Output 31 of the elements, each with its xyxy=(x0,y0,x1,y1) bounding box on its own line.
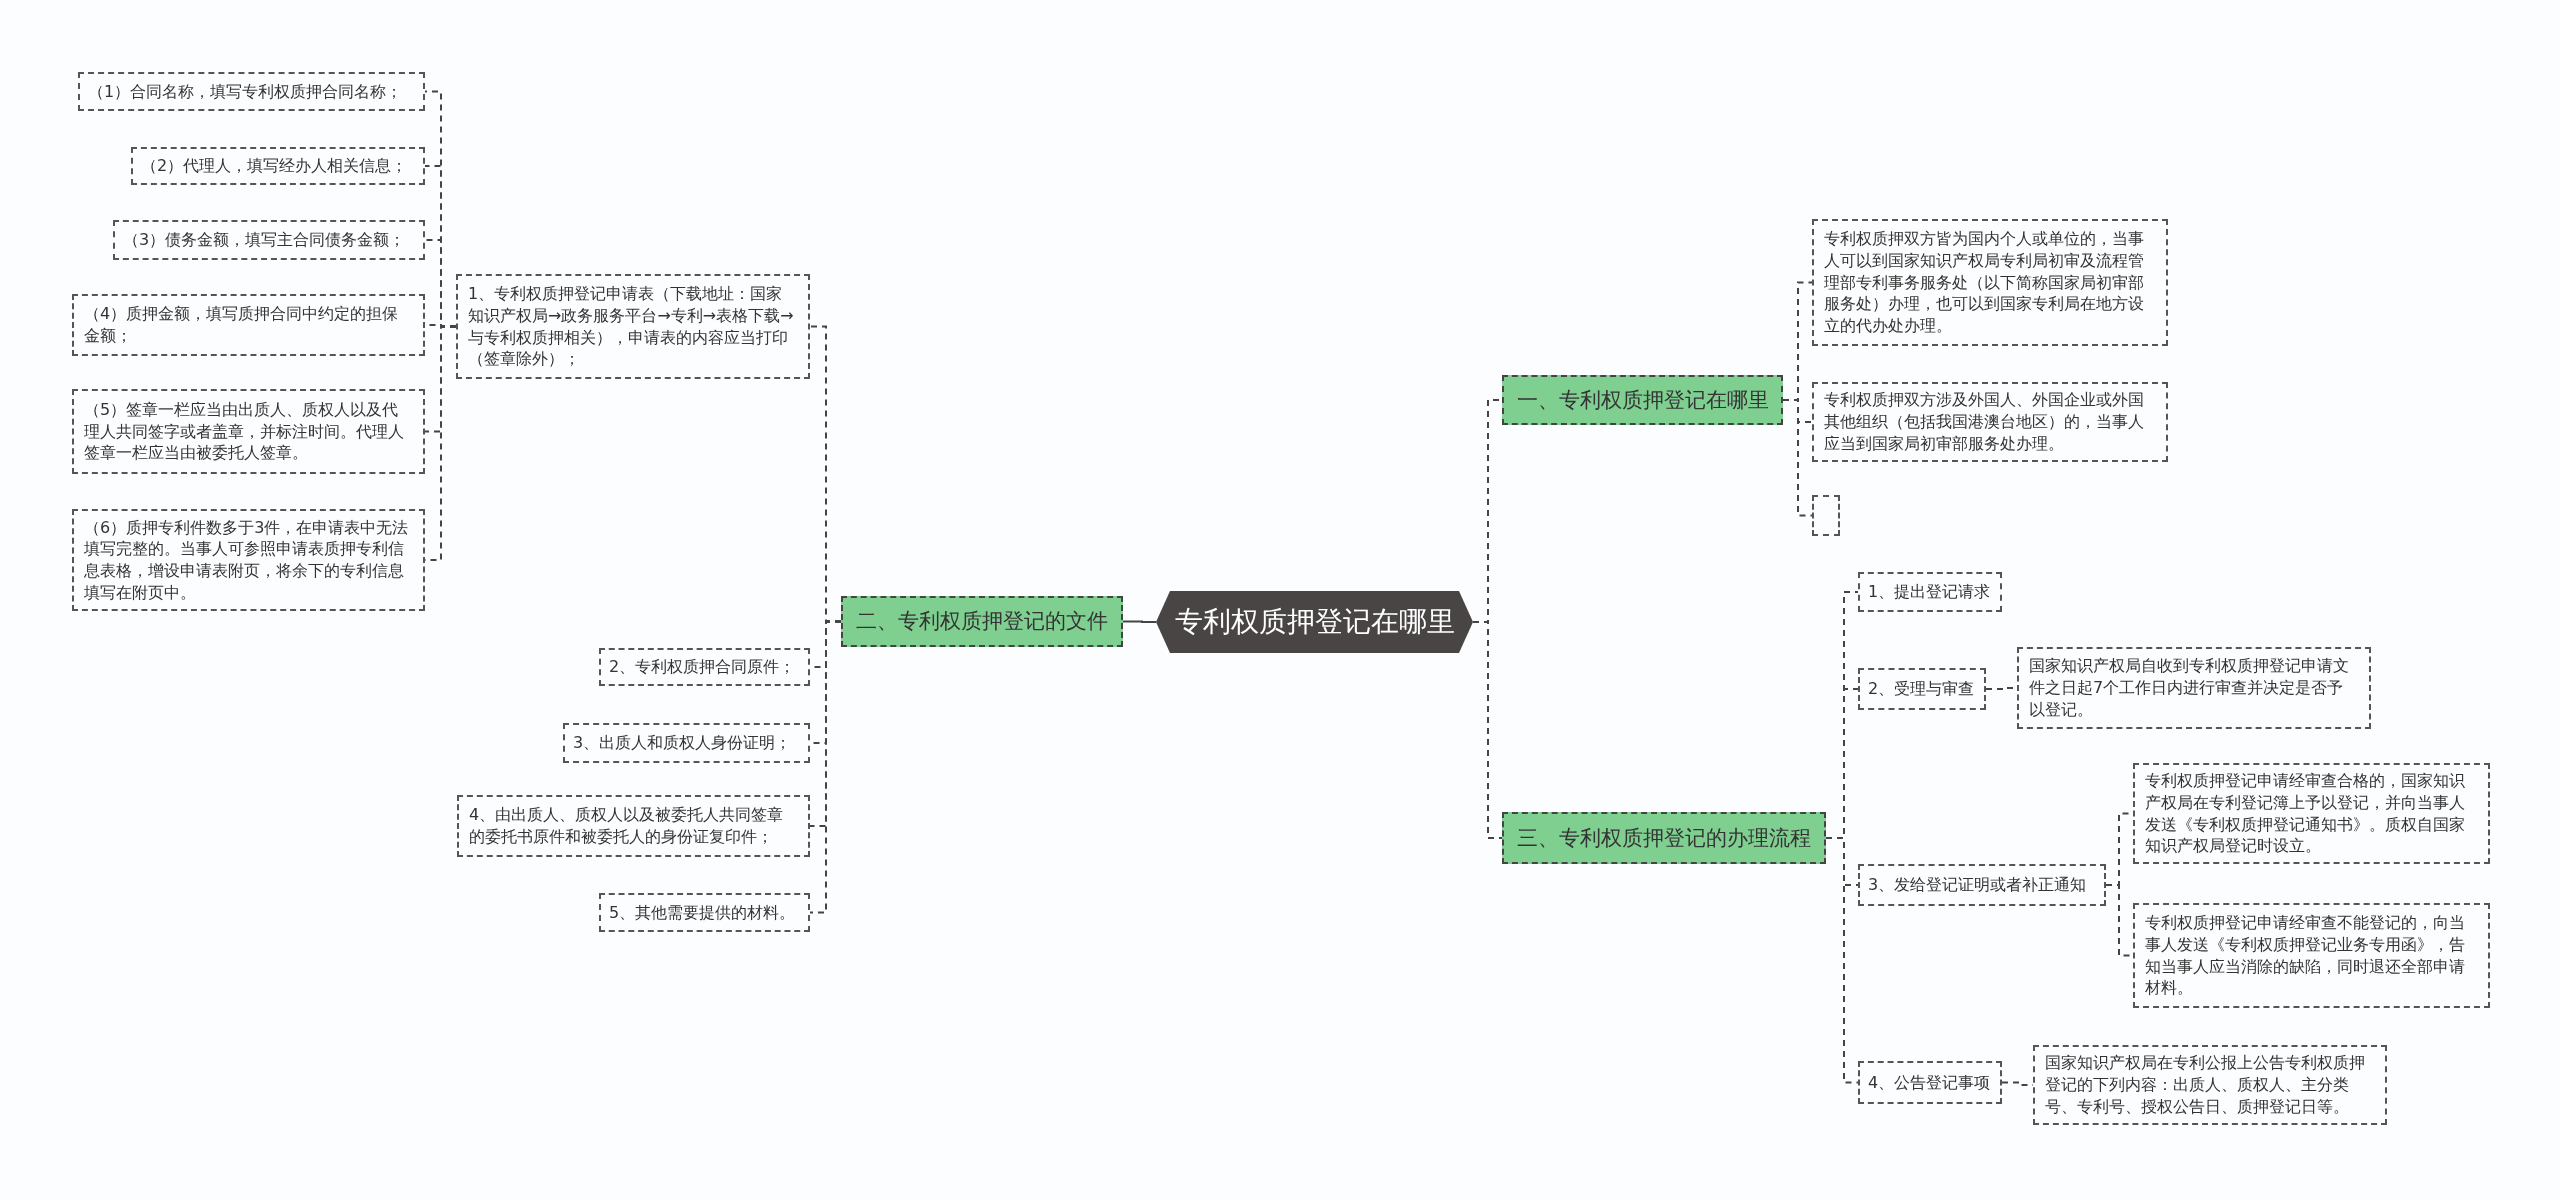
note-box: 1、专利权质押登记申请表（下载地址：国家知识产权局→政务服务平台→专利→表格下载→与专利权质押相关），申请表的内容应当打印（签章除外）； xyxy=(456,274,810,379)
connector-line xyxy=(809,620,842,914)
note-box: 5、其他需要提供的材料。 xyxy=(599,893,810,932)
connector-line xyxy=(1782,399,1813,517)
note-box: （4）质押金额，填写质押合同中约定的担保金额； xyxy=(72,294,425,356)
note-box: 2、专利权质押合同原件； xyxy=(599,648,810,686)
note-box: 2、受理与审查 xyxy=(1858,668,1986,710)
branch-topic: 一、专利权质押登记在哪里 xyxy=(1502,375,1783,425)
note-box: 4、由出质人、质权人以及被委托人共同签章的委托书原件和被委托人的身份证复印件； xyxy=(457,795,810,857)
note-box: 专利权质押登记申请经审查不能登记的，向当事人发送《专利权质押登记业务专用函》，告知当事人应当消除的缺陷，同时退还全部申请材料。 xyxy=(2133,903,2490,1008)
note-box: 1、提出登记请求 xyxy=(1858,572,2002,612)
connector-line xyxy=(1472,621,1503,839)
note-box: 专利权质押双方涉及外国人、外国企业或外国其他组织（包括我国港澳台地区）的，当事人应当到国家局初审部服务处办理。 xyxy=(1812,382,2168,462)
central-topic: 专利权质押登记在哪里 xyxy=(1156,591,1473,653)
empty-box xyxy=(1812,495,1840,536)
note-box: （5）签章一栏应当由出质人、质权人以及代理人共同签字或者盖章，并标注时间。代理人签章一栏应当由被委托人签章。 xyxy=(72,389,425,474)
note-box: 4、公告登记事项 xyxy=(1858,1061,2002,1104)
note-box: 3、出质人和质权人身份证明； xyxy=(563,723,810,763)
branch-topic: 三、专利权质押登记的办理流程 xyxy=(1502,812,1826,864)
note-box: （6）质押专利件数多于3件，在申请表中无法填写完整的。当事人可参照申请表质押专利信息表格，增设申请表附页，将余下的专利信息填写在附页中。 xyxy=(72,509,425,611)
note-box: （1）合同名称，填写专利权质押合同名称； xyxy=(78,72,425,111)
connector-line xyxy=(1825,837,1859,1084)
note-box: 国家知识产权局在专利公报上公告专利权质押登记的下列内容：出质人、质权人、主分类号、专利号、授权公告日、质押登记日等。 xyxy=(2033,1045,2387,1125)
connector-line xyxy=(1122,620,1157,623)
branch-topic: 二、专利权质押登记的文件 xyxy=(841,596,1123,647)
note-box: （2）代理人，填写经办人相关信息； xyxy=(131,147,425,185)
note-box: 专利权质押登记申请经审查合格的，国家知识产权局在专利登记簿上予以登记，并向当事人发送《专利权质押登记通知书》。质权自国家知识产权局登记时设立。 xyxy=(2133,763,2490,864)
note-box: 国家知识产权局自收到专利权质押登记申请文件之日起7个工作日内进行审查并决定是否予以登记。 xyxy=(2017,647,2371,729)
note-box: （3）债务金额，填写主合同债务金额； xyxy=(113,220,425,260)
note-box: 3、发给登记证明或者补正通知 xyxy=(1858,864,2106,906)
note-box: 专利权质押双方皆为国内个人或单位的，当事人可以到国家知识产权局专利局初审及流程管理部专利事务服务处（以下简称国家局初审部服务处）办理，也可以到国家专利局在地方设立的代办处办理。 xyxy=(1812,219,2168,346)
